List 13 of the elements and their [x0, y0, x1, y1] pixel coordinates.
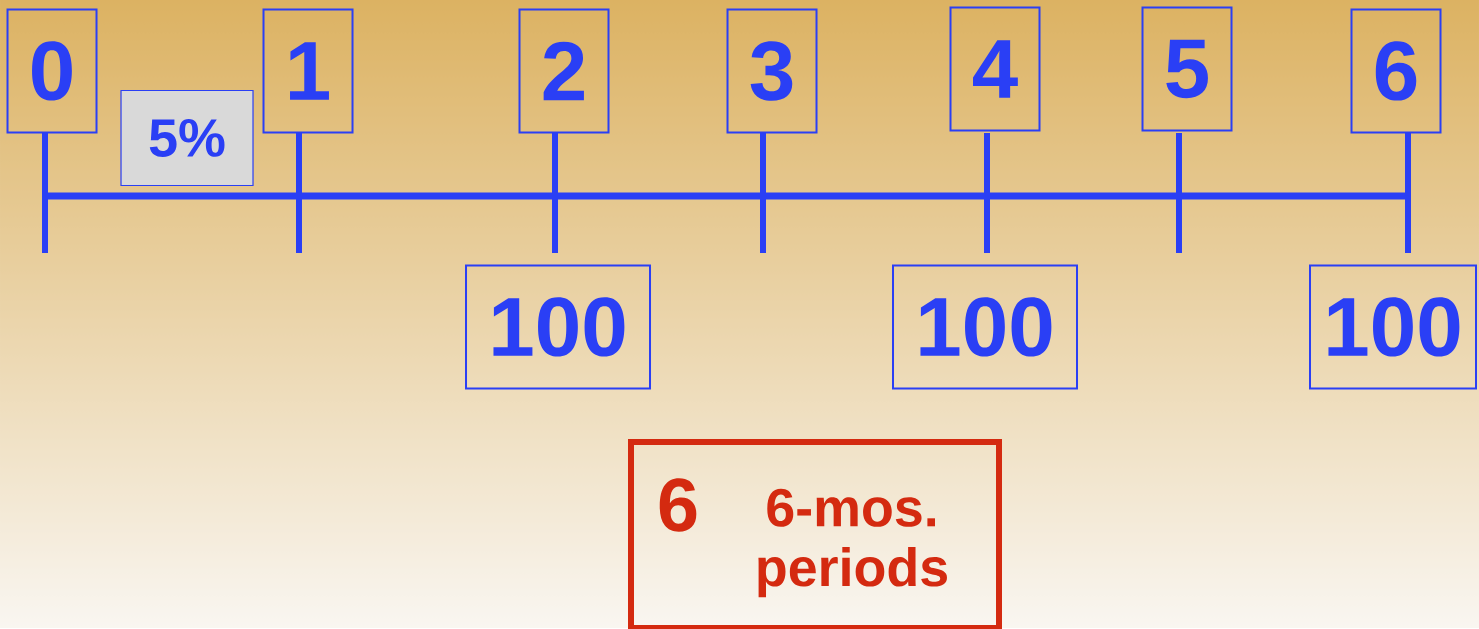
- count-text: 6: [659, 478, 697, 532]
- period-box: 6: [1350, 8, 1442, 134]
- period-box: 2: [518, 8, 610, 134]
- cash-flow-box: 100: [892, 264, 1078, 390]
- period-box: 0: [6, 8, 98, 134]
- cash-flow-box: 100: [465, 264, 651, 390]
- period-label: 6-mos. periods: [758, 488, 947, 598]
- cash-flow-box: 100: [1309, 264, 1477, 390]
- period-box: 5: [1141, 6, 1233, 132]
- period-box: 1: [262, 8, 354, 134]
- period-box: 3: [726, 8, 818, 134]
- rate-box: 5%: [120, 89, 254, 187]
- period-box: 4: [949, 6, 1041, 132]
